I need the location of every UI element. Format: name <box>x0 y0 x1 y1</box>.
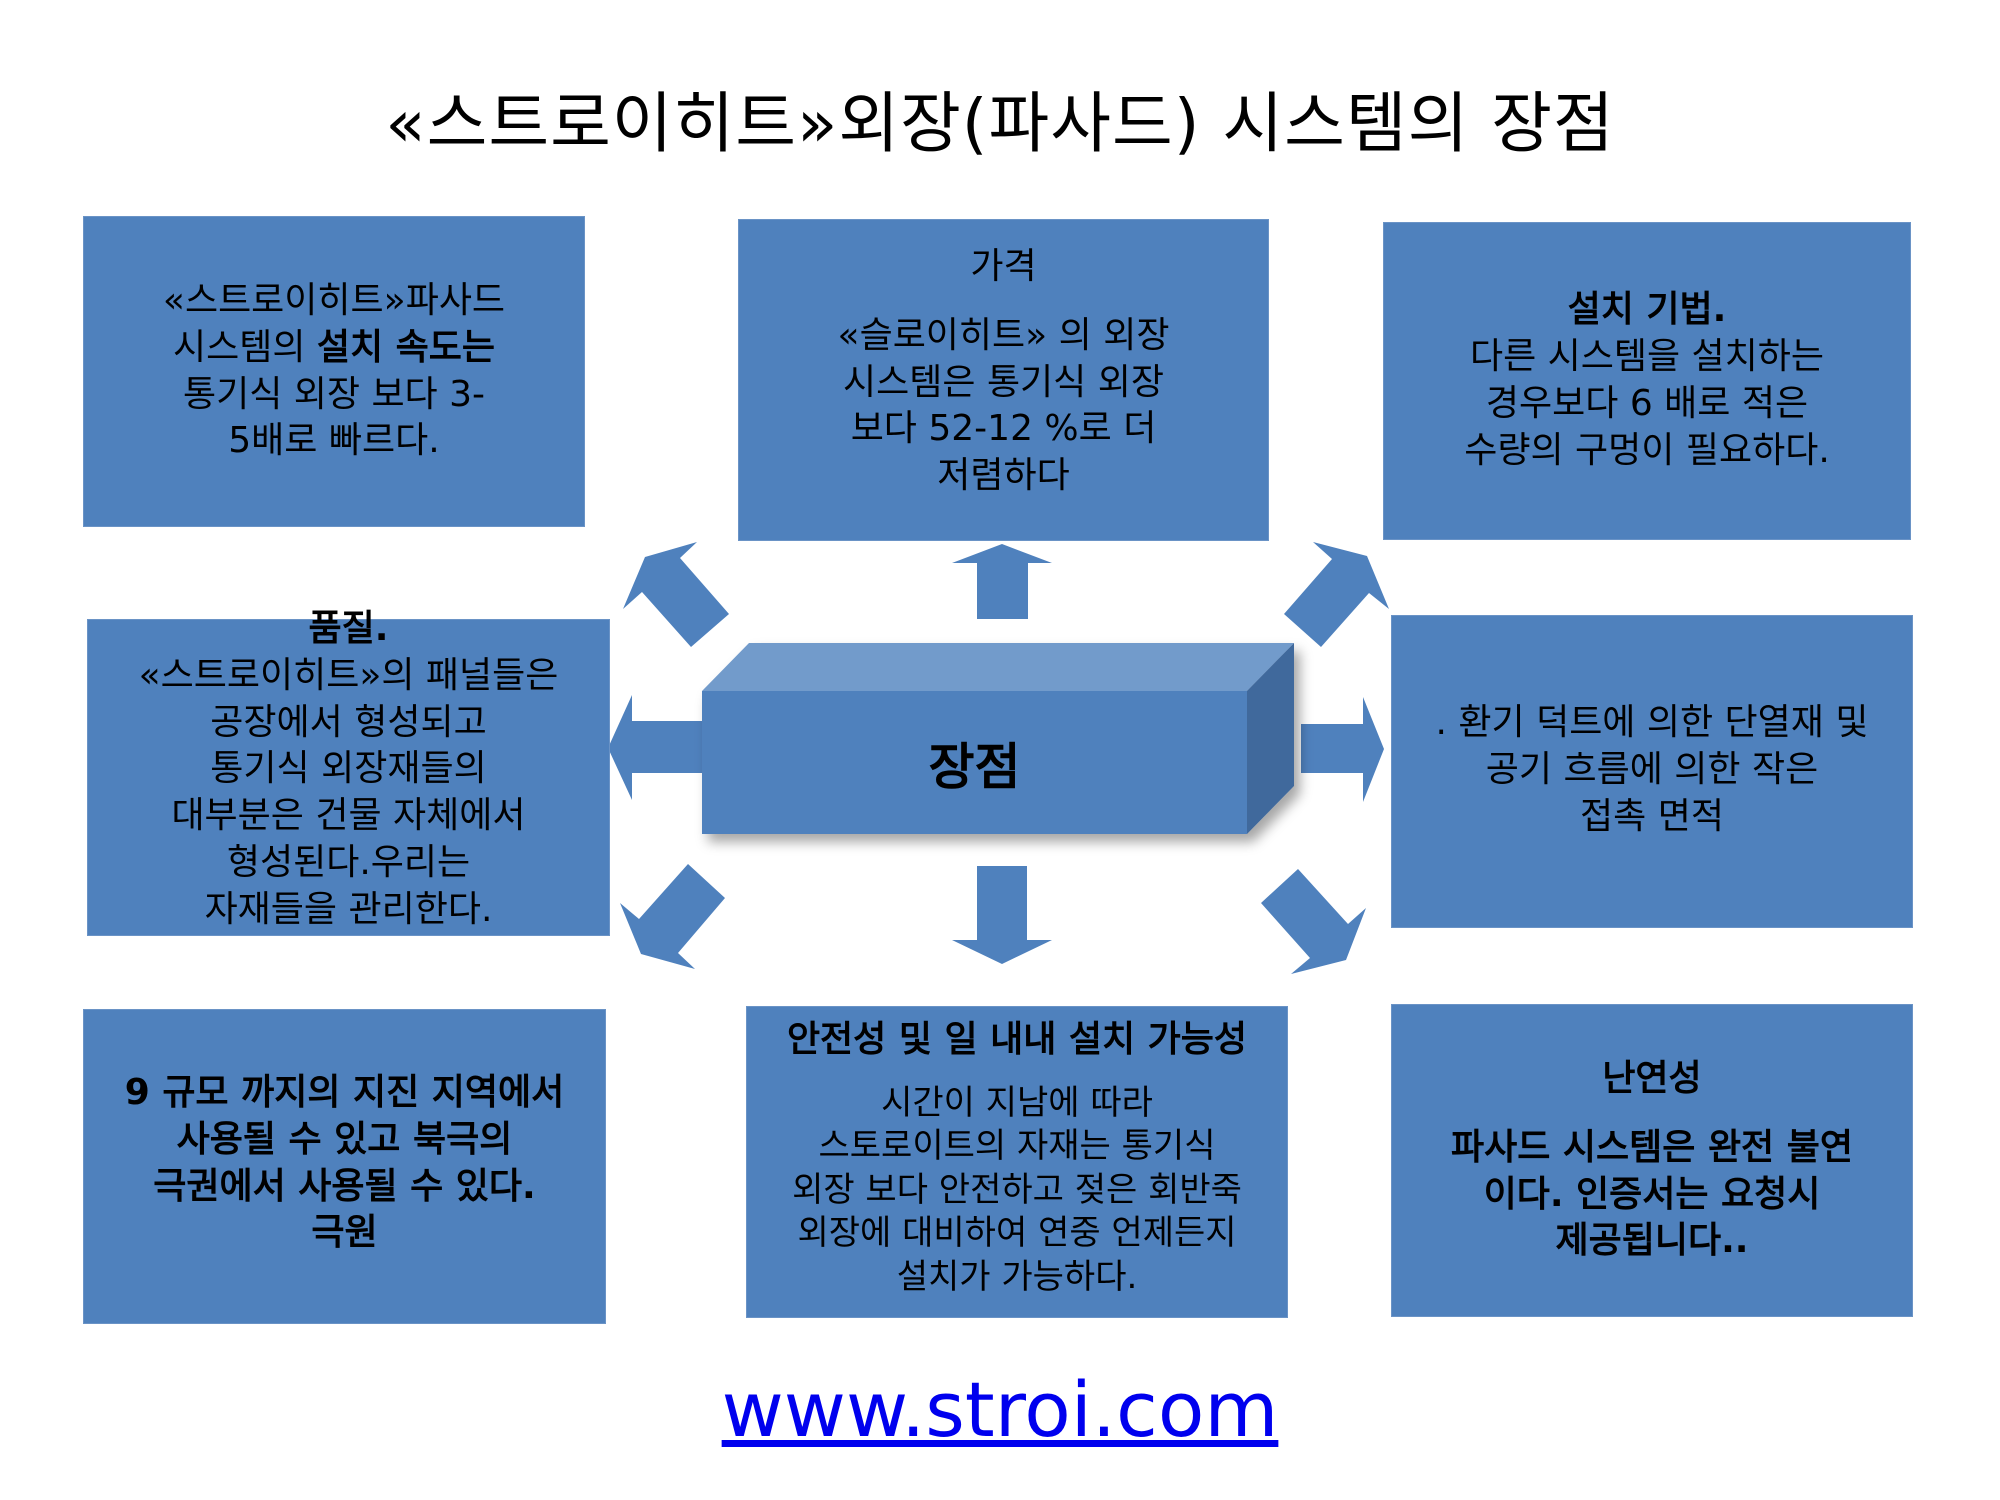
quality-body: «스트로이히트»의 패널들은 공장에서 형성되고 통기식 외장재들의 대부분은 … <box>138 654 559 930</box>
arrow-left <box>608 695 702 800</box>
box-seismic: 9 규모 까지의 지진 지역에서 사용될 수 있고 북극의 극권에서 사용될 수… <box>83 1009 606 1324</box>
arrow-up-left <box>623 542 729 647</box>
box-fire: 난연성 파사드 시스템은 완전 불연 이다. 인증서는 요청시 제공됩니다.. <box>1391 1004 1913 1317</box>
box-safety: 안전성 및 일 내내 설치 가능성 시간이 지남에 따라 스토로이트의 자재는 … <box>746 1006 1288 1318</box>
box-install-method: 설치 기법. 다른 시스템을 설치하는 경우보다 6 배로 적은 수량의 구멍이… <box>1383 222 1911 540</box>
price-heading: 가격 <box>970 246 1037 287</box>
website-link[interactable]: www.stroi.com <box>721 1365 1279 1454</box>
quality-heading: 품질. <box>308 608 389 649</box>
arrow-down-left <box>620 864 725 969</box>
box-price: 가격 «슬로이히트» 의 외장 시스템은 통기식 외장 보다 52-12 %로 … <box>738 219 1269 541</box>
arrow-down-right <box>1261 869 1366 974</box>
speed-line2a: 시스템의 <box>172 326 317 368</box>
center-block-side <box>1247 643 1294 834</box>
fire-body: 파사드 시스템은 완전 불연 이다. 인증서는 요청시 제공됩니다.. <box>1451 1126 1853 1262</box>
speed-line3: 통기식 외장 보다 3- 5배로 빠르다. <box>182 373 486 462</box>
box-install-speed: «스트로이히트»파사드 시스템의 설치 속도는 통기식 외장 보다 3- 5배로… <box>83 216 585 527</box>
safety-body: 시간이 지남에 따라 스토로이트의 자재는 통기식 외장 보다 안전하고 젖은 … <box>792 1082 1242 1297</box>
seismic-body: 9 규모 까지의 지진 지역에서 사용될 수 있고 북극의 극권에서 사용될 수… <box>124 1072 565 1254</box>
install-heading: 설치 기법. <box>1567 289 1727 331</box>
center-block <box>702 643 1294 834</box>
install-body: 다른 시스템을 설치하는 경우보다 6 배로 적은 수량의 구멍이 필요하다. <box>1464 336 1830 471</box>
speed-line2b: 설치 속도는 <box>316 326 496 368</box>
arrow-down <box>952 866 1052 964</box>
center-block-front <box>702 691 1247 834</box>
arrow-up-right <box>1284 542 1389 647</box>
box-quality: 품질. «스트로이히트»의 패널들은 공장에서 형성되고 통기식 외장재들의 대… <box>87 608 610 936</box>
center-block-top <box>702 643 1294 691</box>
price-body: «슬로이히트» 의 외장 시스템은 통기식 외장 보다 52-12 %로 더 저… <box>837 314 1170 497</box>
ventilation-body: . 환기 덕트에 의한 단열재 및 공기 흐름에 의한 작은 접촉 면적 <box>1435 702 1869 837</box>
safety-heading: 안전성 및 일 내내 설치 가능성 <box>786 1019 1248 1060</box>
arrow-right <box>1301 697 1384 802</box>
fire-heading: 난연성 <box>1602 1057 1702 1099</box>
speed-line1: «스트로이히트»파사드 <box>162 279 506 321</box>
speed-line2: 시스템의 설치 속도는 <box>173 325 495 372</box>
center-label: 장점 <box>928 737 1021 796</box>
box-ventilation: . 환기 덕트에 의한 단열재 및 공기 흐름에 의한 작은 접촉 면적 <box>1391 615 1913 928</box>
arrow-up <box>952 544 1052 619</box>
page-title: «스트로이히트»외장(파사드) 시스템의 장점 <box>385 85 1615 162</box>
